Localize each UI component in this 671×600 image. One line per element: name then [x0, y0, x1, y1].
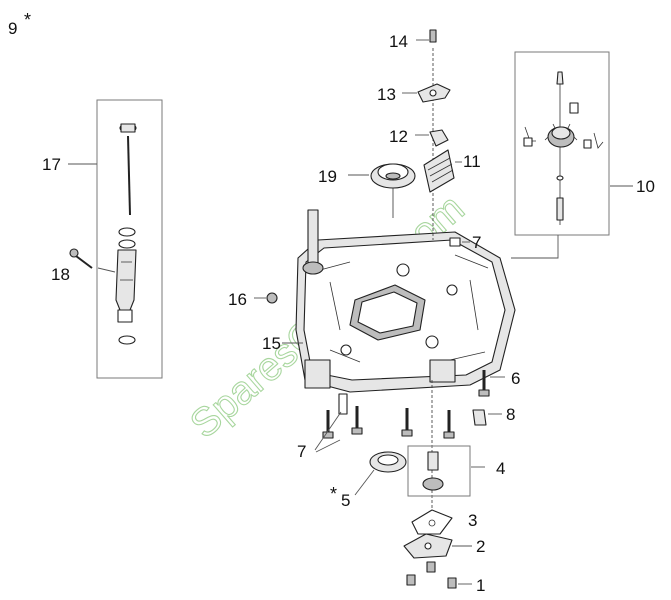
- tube-base: [117, 309, 133, 323]
- governor-pin: [556, 197, 564, 221]
- callout-5: 5: [341, 491, 350, 510]
- oil-pump-shaft: [427, 451, 439, 471]
- oil-pump-rotor: [422, 477, 444, 491]
- bolt-6: [478, 370, 505, 397]
- governor-gear: [544, 123, 578, 148]
- assembly-number: 9: [8, 19, 17, 38]
- callout-8: 8: [506, 405, 515, 424]
- callout-14: 14: [389, 32, 408, 51]
- callout-3: 3: [468, 511, 477, 530]
- callout-2: 2: [476, 537, 485, 556]
- callout-19: 19: [318, 167, 337, 186]
- dowel-pin-bottom: [314, 393, 348, 451]
- callout-15: 15: [262, 334, 281, 353]
- assembly-marker: *: [24, 10, 31, 30]
- bolt-b: [351, 406, 363, 435]
- callout-10: 10: [636, 177, 655, 196]
- callout-5-marker: *: [330, 484, 337, 504]
- tube-mounting-bolt: [69, 248, 93, 269]
- callout-labels: 14 13 12 11 19 17 10 18 7 16 15 6 8 7 4 …: [42, 32, 655, 595]
- governor-clip-top: [569, 102, 579, 114]
- dipstick-rod: [127, 135, 131, 216]
- callout-6: 6: [511, 369, 520, 388]
- dipstick-tube: [115, 249, 137, 316]
- gasket-3: [411, 509, 453, 535]
- vent-screw: [416, 29, 437, 43]
- governor-shaft-top: [556, 71, 564, 85]
- callout-4: 4: [496, 459, 505, 478]
- assembly-header: 9 *: [8, 10, 31, 38]
- dowel-pin-top: [449, 237, 470, 247]
- callout-13: 13: [377, 85, 396, 104]
- screws-1: [406, 561, 472, 589]
- crankcase-vent-boss: [307, 209, 319, 271]
- breather-cover: [402, 83, 451, 103]
- breather-filter: [423, 149, 462, 193]
- dipstick-cap-body: [120, 123, 136, 133]
- tube-seal-bottom: [118, 335, 136, 345]
- oil-pump-group: [407, 445, 485, 497]
- pump-cover-2: [403, 533, 472, 559]
- tube-seal-top: [118, 227, 136, 237]
- callout-1: 1: [476, 576, 485, 595]
- callout-7-top: 7: [472, 233, 481, 252]
- callout-18: 18: [51, 265, 70, 284]
- governor-weight-right: [593, 132, 604, 149]
- bolt-c: [401, 408, 413, 437]
- plug-16: [254, 292, 278, 304]
- crankcase-cover: [282, 209, 516, 393]
- breather-valve: [415, 129, 449, 147]
- tube-seal-mid: [118, 239, 136, 249]
- bolt-d: [443, 410, 455, 439]
- cover-bolts: [322, 370, 505, 439]
- bolt-a: [322, 410, 334, 439]
- governor-group-frame: [514, 51, 610, 236]
- dipstick-group: [69, 99, 163, 379]
- governor-group: [514, 51, 633, 236]
- oil-seal: [354, 451, 407, 496]
- callout-11: 11: [463, 152, 481, 171]
- governor-washer: [556, 175, 564, 181]
- callout-7-bottom: 7: [297, 442, 306, 461]
- dipstick-group-frame: [96, 99, 163, 379]
- clip-8: [472, 409, 502, 426]
- callout-16: 16: [228, 290, 247, 309]
- callout-12: 12: [389, 127, 408, 146]
- callout-17: 17: [42, 155, 61, 174]
- oil-pump-group-frame: [407, 445, 471, 497]
- main-bearing: [348, 163, 416, 218]
